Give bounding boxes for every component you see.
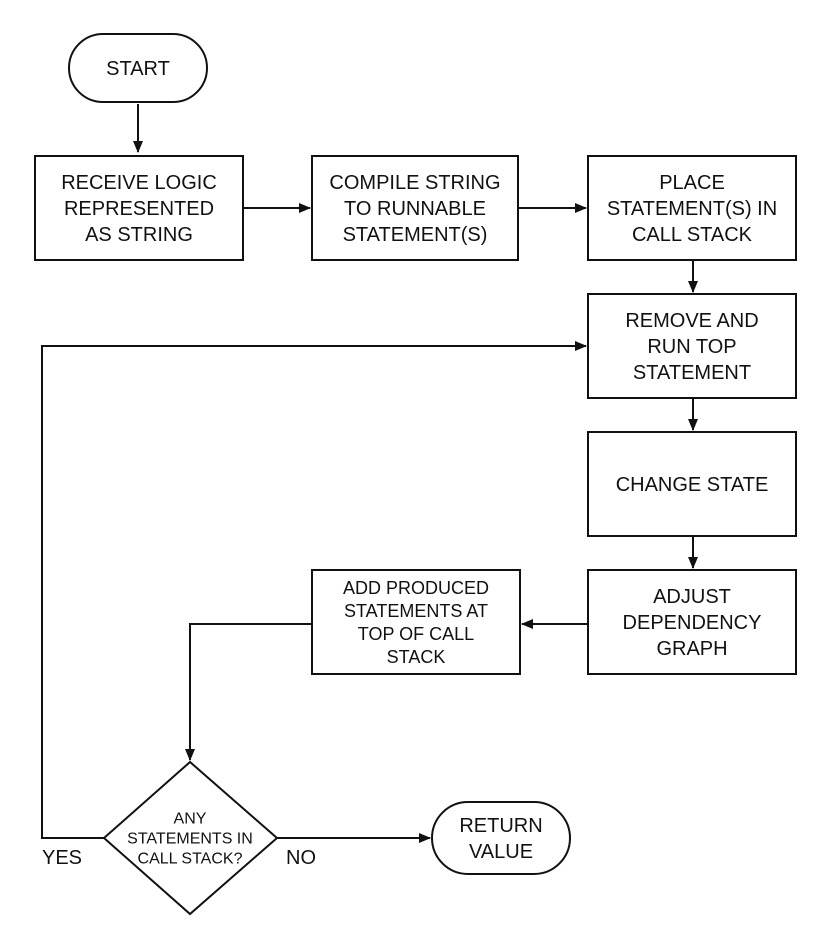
start-label: START [106, 58, 170, 80]
receive-logic-label-line-2: REPRESENTED [64, 198, 214, 220]
compile-string-label-line-1: COMPILE STRING [329, 172, 500, 194]
receive-logic-node: RECEIVE LOGIC REPRESENTED AS STRING [34, 155, 244, 261]
decision-node: ANY STATEMENTS IN CALL STACK? [102, 760, 279, 916]
adjust-graph-label-line-2: DEPENDENCY [623, 612, 762, 634]
place-statements-box [587, 155, 797, 261]
edge-decision-yes-loop [41, 341, 587, 839]
yes-label: YES [42, 847, 82, 869]
add-produced-label: ADD PRODUCED STATEMENTS AT TOP OF CALL STAC… [343, 578, 489, 667]
change-state-label: CHANGE STATE [616, 474, 769, 496]
place-statements-label: PLACE STATEMENT(S) IN CALL STACK [607, 172, 777, 246]
place-statements-label-line-2: STATEMENT(S) IN [607, 198, 777, 220]
decision-label-line-2: STATEMENTS IN [127, 831, 253, 848]
place-statements-label-line-3: CALL STACK [632, 224, 753, 246]
remove-run-label-line-3: STATEMENT [633, 362, 751, 384]
change-state-box [587, 431, 797, 537]
adjust-graph-label-line-1: ADJUST [653, 586, 731, 608]
decision-label-line-3: CALL STACK? [138, 851, 243, 868]
receive-logic-box [34, 155, 244, 261]
place-statements-label-line-1: PLACE [659, 172, 725, 194]
adjust-graph-node: ADJUST DEPENDENCY GRAPH [587, 569, 797, 675]
remove-run-label-line-1: REMOVE AND [625, 310, 758, 332]
receive-logic-label-line-3: AS STRING [85, 224, 193, 246]
add-produced-label-line-4: STACK [387, 647, 446, 667]
no-label: NO [286, 847, 316, 869]
compile-string-label-line-3: STATEMENT(S) [343, 224, 488, 246]
decision-diamond [102, 760, 279, 916]
return-value-label: RETURN VALUE [459, 815, 542, 863]
connectors [41, 104, 698, 843]
start-label-line-1: START [106, 58, 170, 80]
return-value-label-line-2: VALUE [469, 841, 533, 863]
add-produced-label-line-3: TOP OF CALL [358, 624, 474, 644]
place-statements-node: PLACE STATEMENT(S) IN CALL STACK [587, 155, 797, 261]
return-value-node: RETURN VALUE [431, 801, 571, 875]
return-terminator-shape [431, 801, 571, 875]
return-value-label-line-1: RETURN [459, 815, 542, 837]
start-node: START [68, 33, 208, 103]
compile-string-label-line-2: TO RUNNABLE [344, 198, 486, 220]
compile-string-node: COMPILE STRING TO RUNNABLE STATEMENT(S) [311, 155, 519, 261]
add-produced-label-line-2: STATEMENTS AT [344, 601, 488, 621]
add-produced-node: ADD PRODUCED STATEMENTS AT TOP OF CALL STAC… [311, 569, 521, 675]
receive-logic-label-line-1: RECEIVE LOGIC [61, 172, 217, 194]
decision-label: ANY STATEMENTS IN CALL STACK? [127, 811, 253, 868]
remove-run-label: REMOVE AND RUN TOP STATEMENT [625, 310, 758, 384]
add-produced-box [311, 569, 521, 675]
edge-add-to-decision [185, 623, 312, 761]
add-produced-label-line-1: ADD PRODUCED [343, 578, 489, 598]
adjust-graph-label-line-3: GRAPH [656, 638, 727, 660]
change-state-node: CHANGE STATE [587, 431, 797, 537]
remove-run-box [587, 293, 797, 399]
adjust-graph-box [587, 569, 797, 675]
decision-label-line-1: ANY [174, 811, 207, 828]
start-terminator-shape [68, 33, 208, 103]
remove-run-label-line-2: RUN TOP [647, 336, 736, 358]
remove-run-node: REMOVE AND RUN TOP STATEMENT [587, 293, 797, 399]
change-state-label-line-1: CHANGE STATE [616, 474, 769, 496]
adjust-graph-label: ADJUST DEPENDENCY GRAPH [623, 586, 762, 660]
compile-string-label: COMPILE STRING TO RUNNABLE STATEMENT(S) [329, 172, 500, 246]
compile-string-box [311, 155, 519, 261]
receive-logic-label: RECEIVE LOGIC REPRESENTED AS STRING [61, 172, 217, 246]
